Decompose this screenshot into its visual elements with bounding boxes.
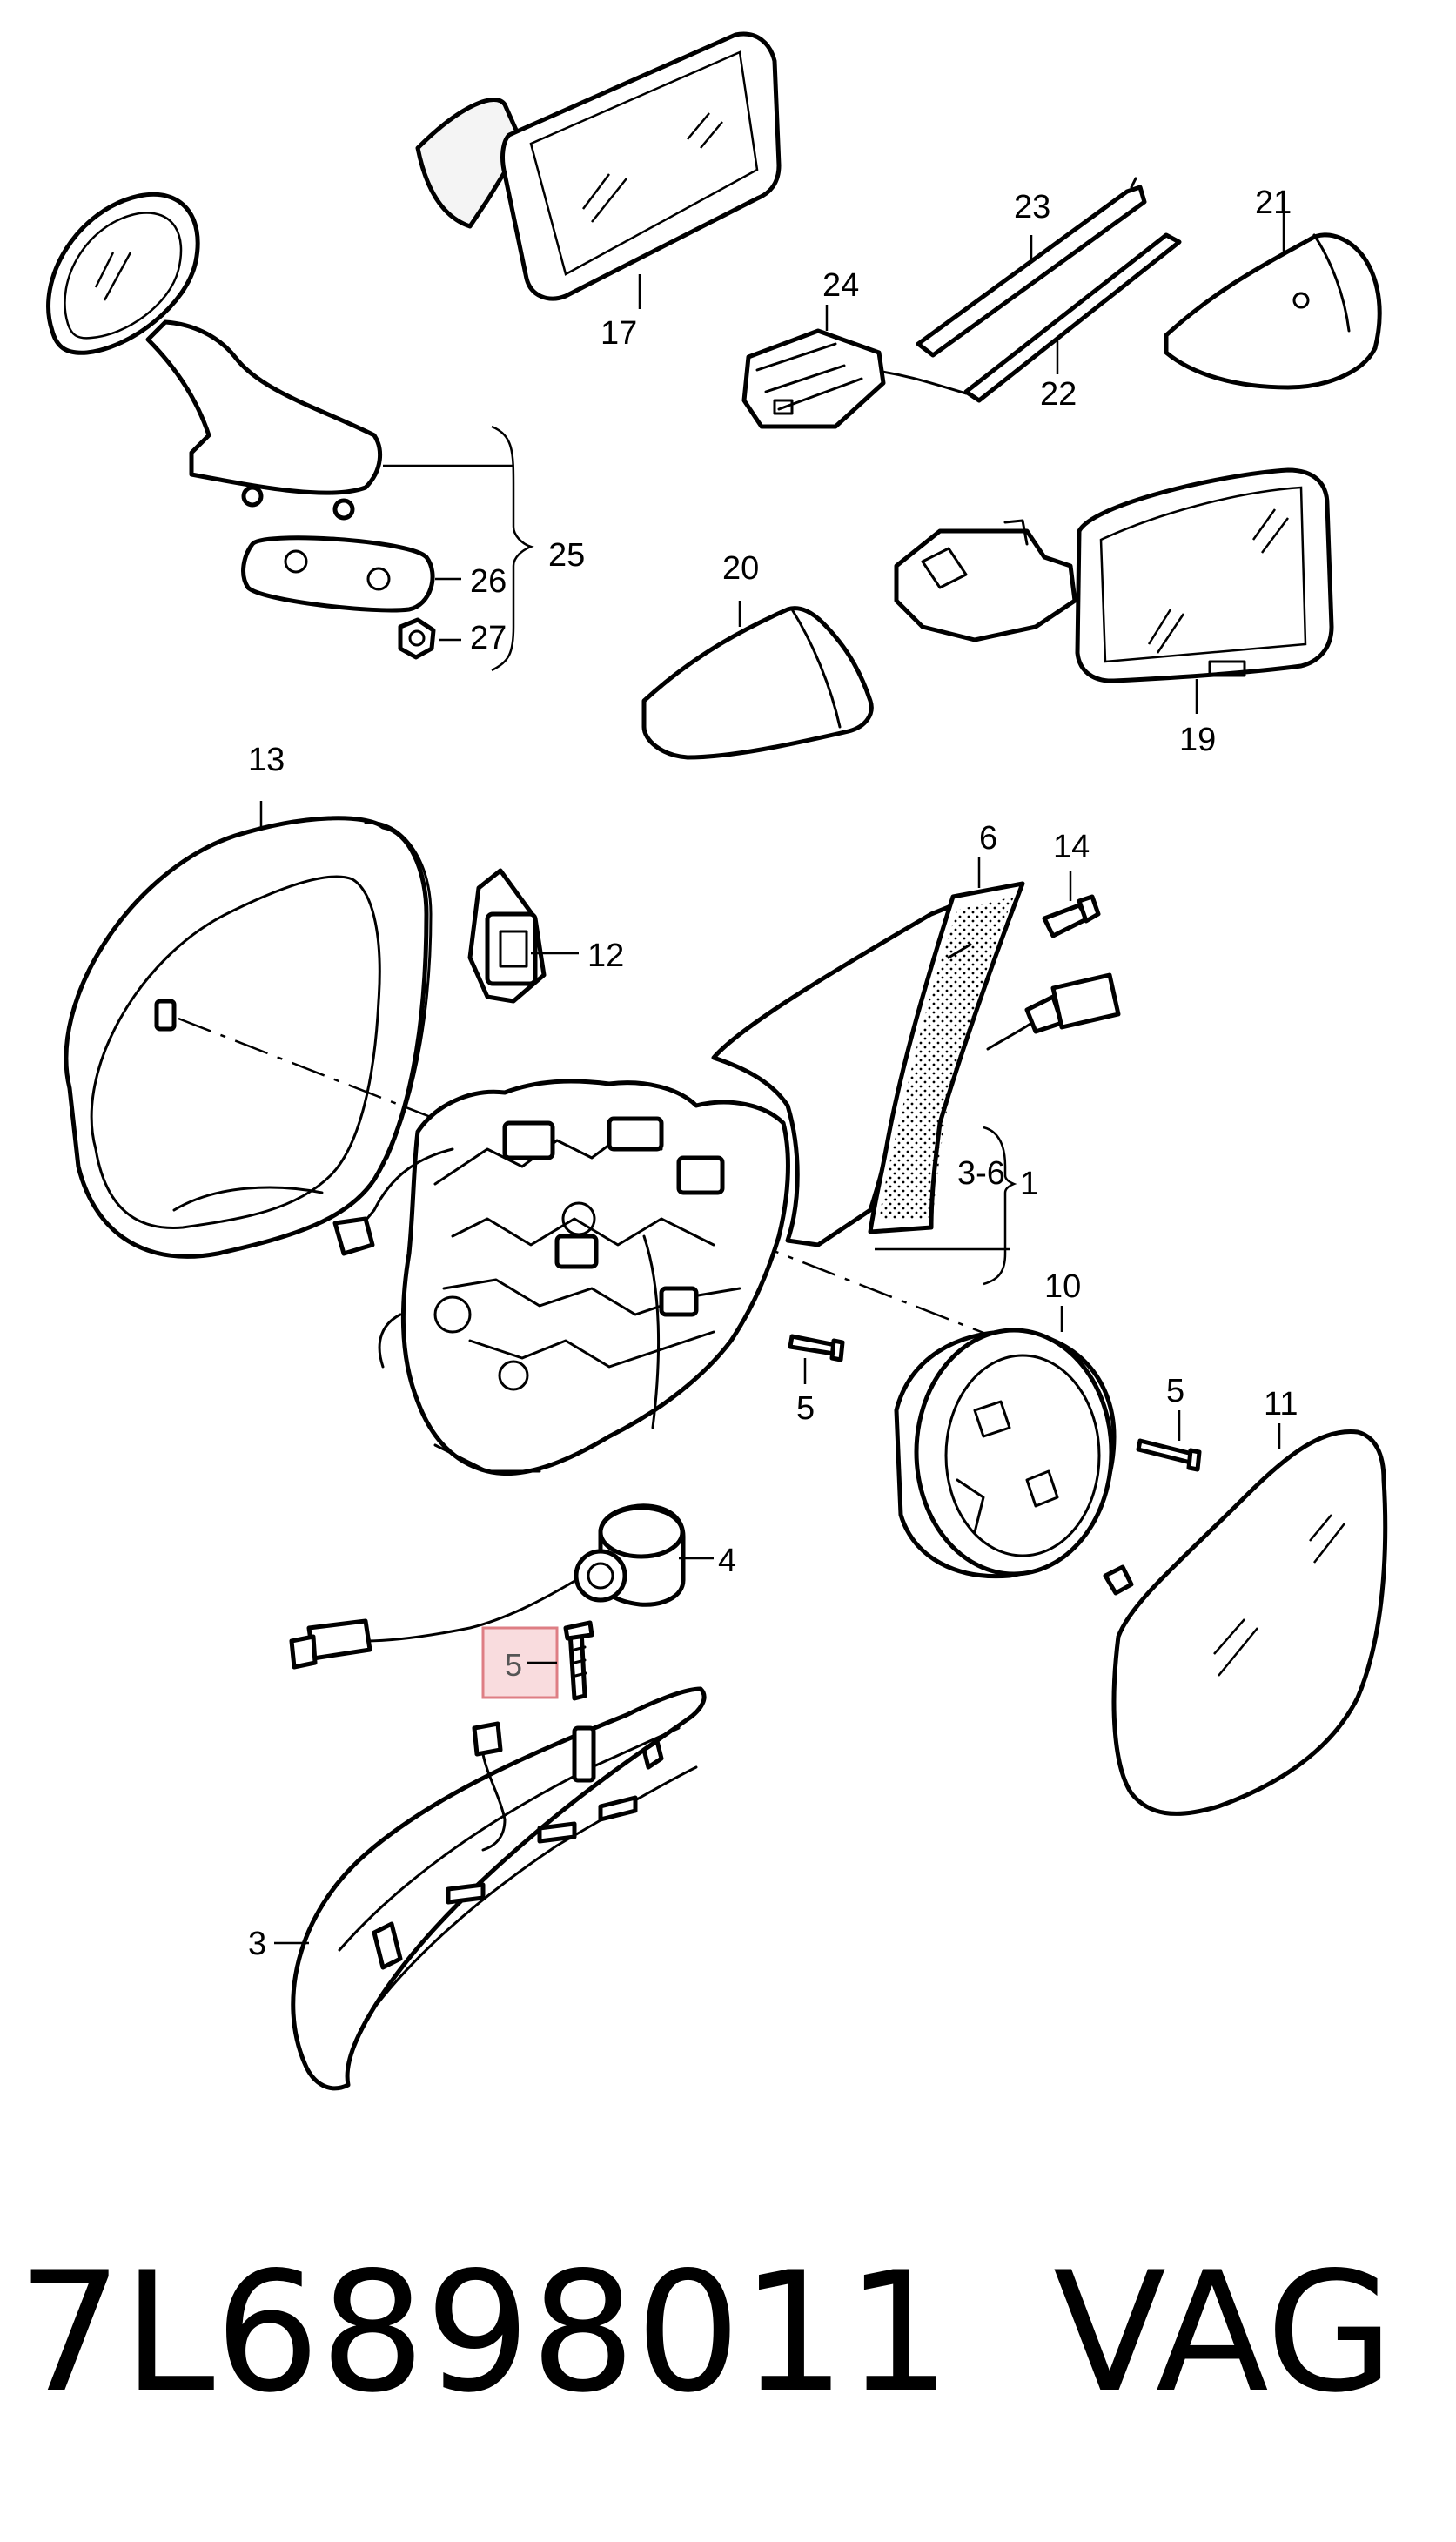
brand-name: VAG	[1053, 2236, 1394, 2429]
label-23: 23	[1014, 189, 1050, 225]
label-4: 4	[718, 1543, 736, 1579]
label-10: 10	[1044, 1268, 1081, 1305]
label-5-highlighted: 5	[505, 1647, 522, 1683]
label-25: 25	[548, 537, 585, 574]
label-27: 27	[470, 620, 507, 656]
adjuster-ring-10	[894, 1306, 1117, 1579]
label-19: 19	[1179, 722, 1216, 758]
switch-12	[467, 868, 579, 1004]
screw-5-right	[1136, 1410, 1202, 1472]
mirror-assembly-25	[46, 192, 534, 672]
label-21: 21	[1255, 185, 1292, 221]
label-12: 12	[587, 938, 624, 974]
mirror-base-1	[711, 857, 1025, 1286]
label-3: 3	[248, 1926, 266, 1962]
mirror-housing-assembly	[332, 1079, 790, 1476]
cover-3	[274, 1686, 707, 2091]
label-5-center: 5	[796, 1390, 815, 1427]
label-11: 11	[1264, 1386, 1298, 1422]
motor-4	[289, 1503, 714, 1670]
mirror-frame-13	[64, 801, 433, 1259]
screw-5-center	[788, 1334, 845, 1384]
cover-21	[1164, 213, 1382, 390]
screw-14	[1042, 871, 1101, 938]
alignment-line	[178, 1017, 1071, 1369]
label-26: 26	[470, 563, 507, 600]
label-14: 14	[1053, 829, 1090, 865]
mirror-19	[894, 467, 1334, 714]
trim-strips-22-23	[869, 177, 1182, 403]
label-6: 6	[979, 820, 997, 857]
mirror-glass-11	[1103, 1423, 1388, 1816]
label-1: 1	[1020, 1166, 1038, 1202]
label-22: 22	[1040, 376, 1077, 413]
highlighted-screw-5	[563, 1620, 594, 1701]
label-5-right: 5	[1166, 1373, 1184, 1409]
part-number: 7L6898011	[17, 2236, 951, 2429]
cover-20	[641, 601, 874, 760]
label-17: 17	[601, 315, 637, 352]
label-13: 13	[248, 742, 285, 778]
module-24	[741, 305, 886, 429]
mirror-17	[415, 31, 782, 309]
label-3-6: 3-6	[957, 1155, 1005, 1192]
label-24: 24	[822, 267, 859, 304]
connector-cable	[986, 972, 1121, 1051]
label-20: 20	[722, 550, 759, 587]
